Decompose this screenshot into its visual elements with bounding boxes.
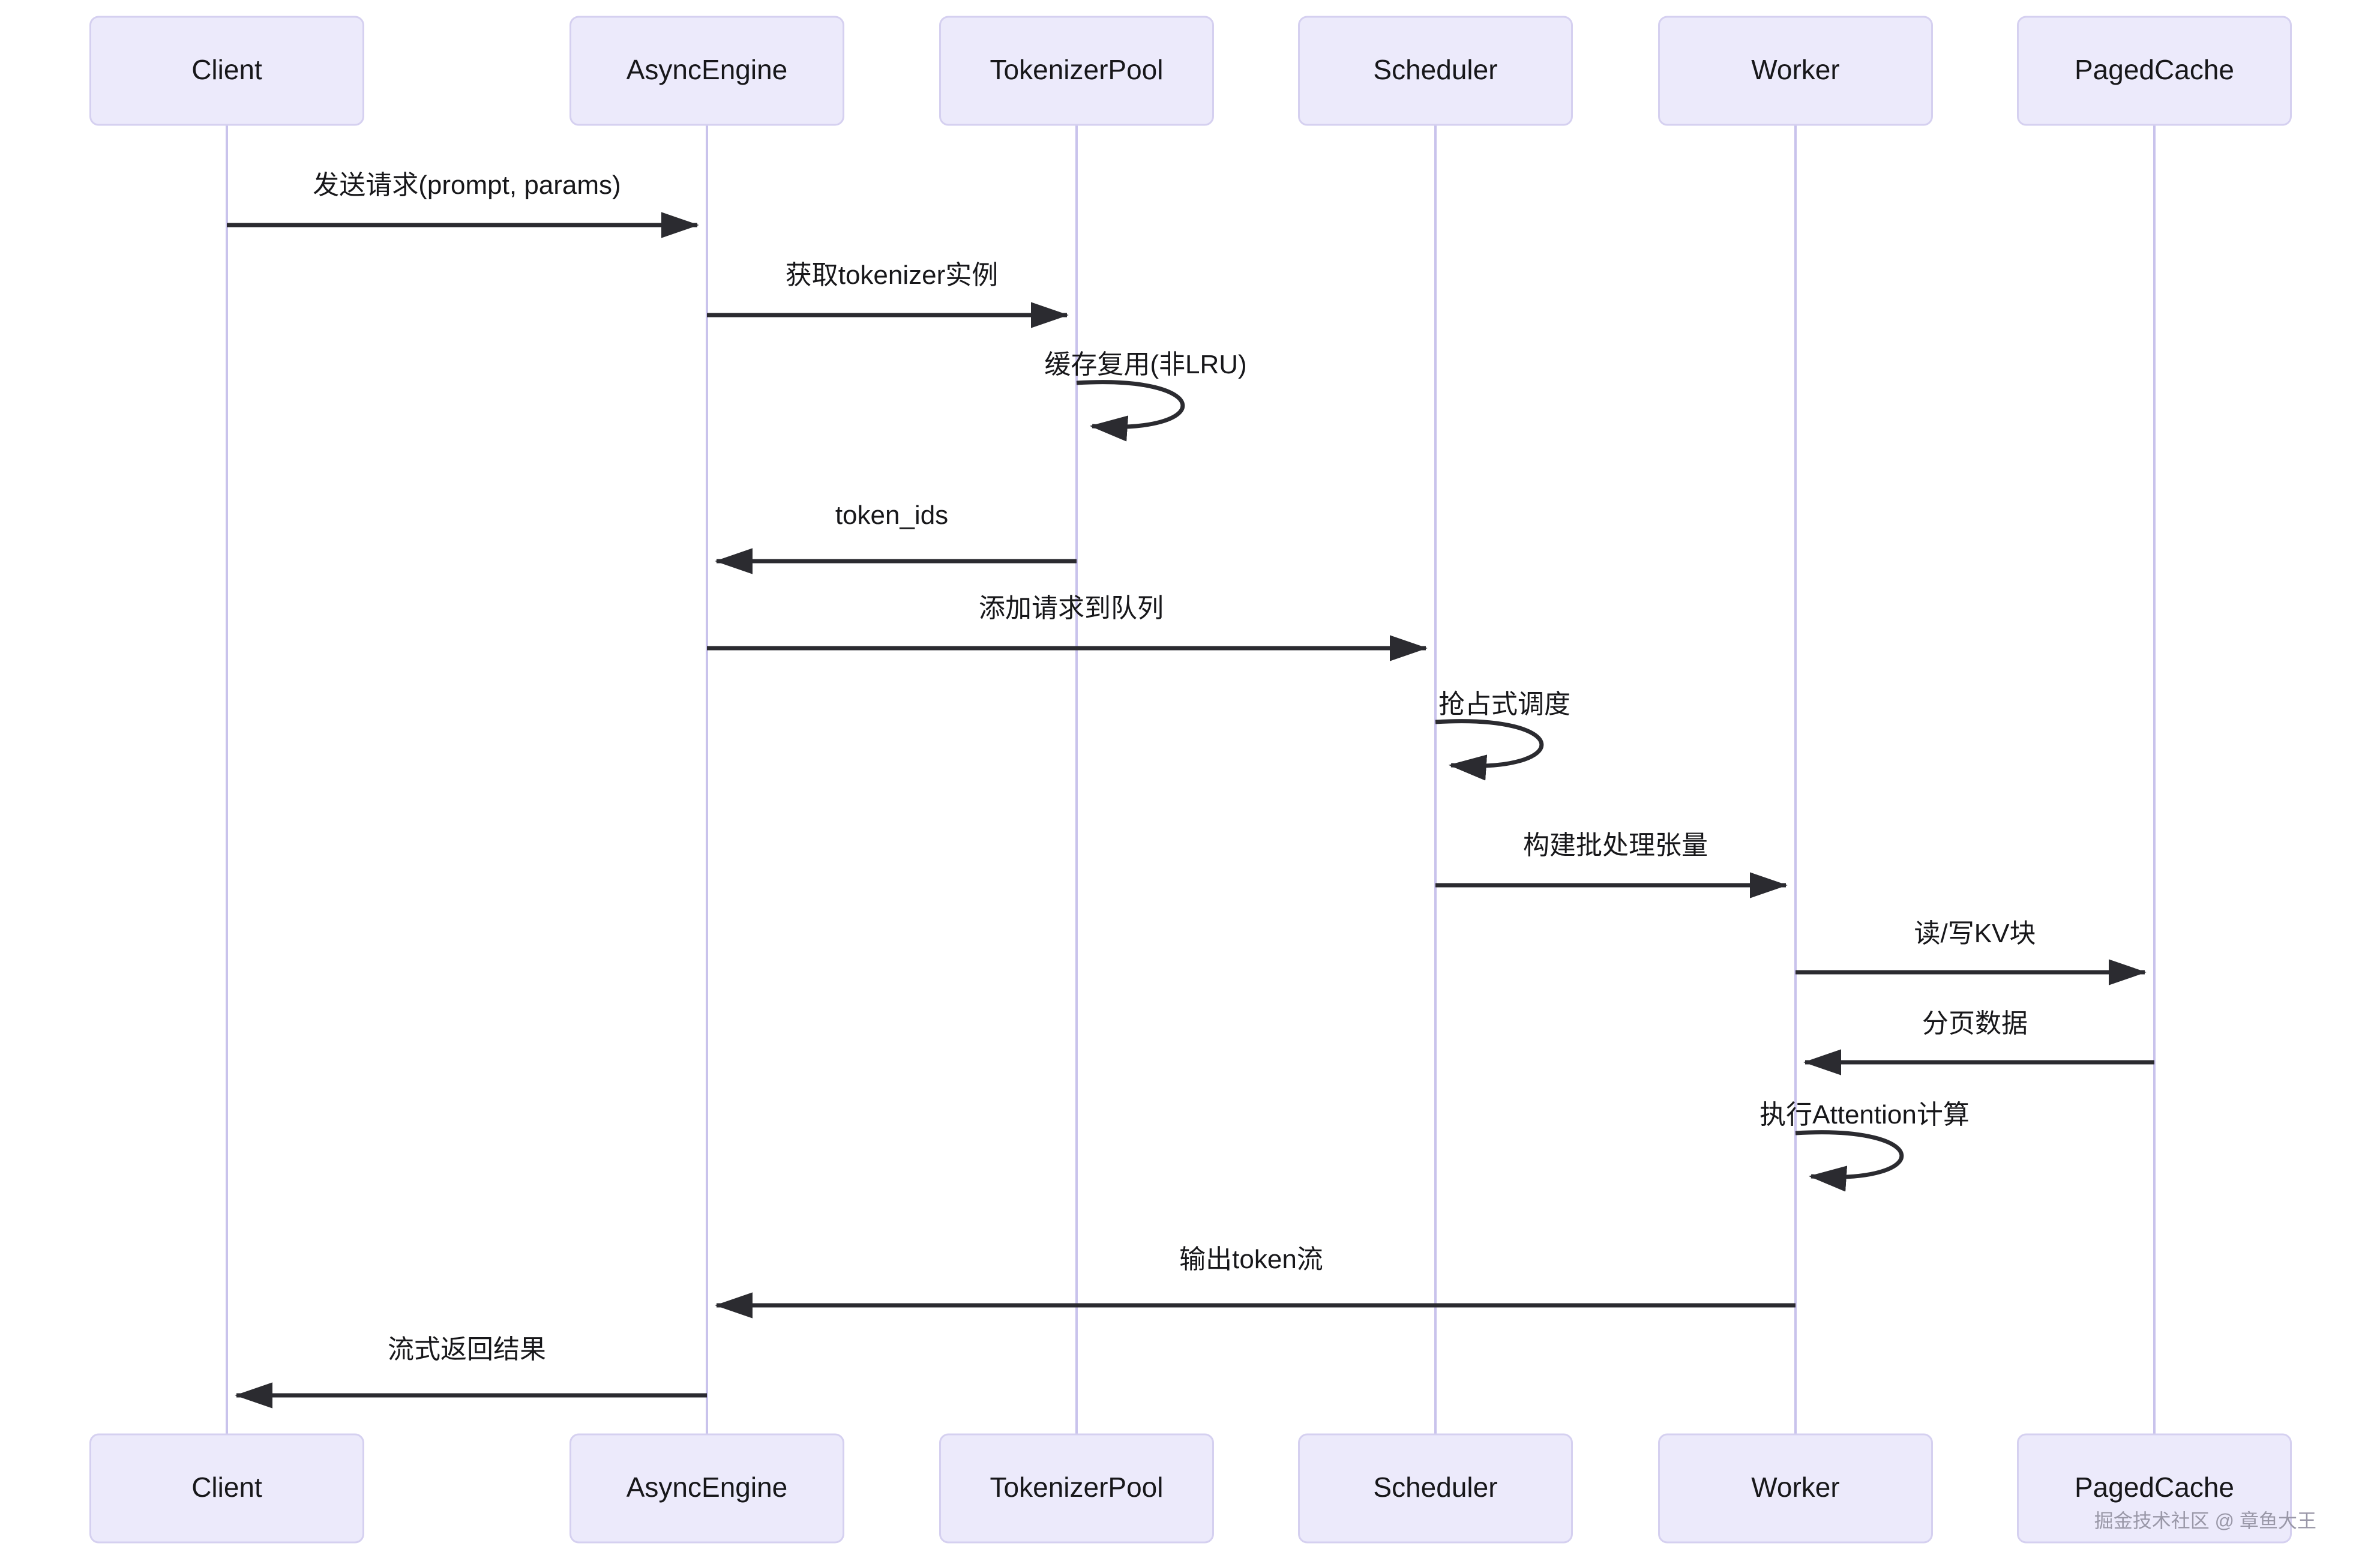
participant-pagedcache-top[interactable]: PagedCache: [2017, 16, 2292, 126]
participant-client-bottom[interactable]: Client: [89, 1433, 364, 1544]
participant-box-shape: [1298, 1433, 1573, 1544]
message-4[interactable]: token_ids: [715, 501, 1077, 574]
participant-label-worker: Worker: [1751, 54, 1839, 85]
participant-scheduler-top[interactable]: Scheduler: [1298, 16, 1573, 126]
message-label-2: 获取tokenizer实例: [786, 260, 999, 290]
participant-box-shape: [569, 1433, 844, 1544]
message-label-1: 发送请求(prompt, params): [313, 170, 621, 200]
participant-box-shape: [2017, 1433, 2292, 1544]
participant-box-shape: [1298, 16, 1573, 126]
participant-label-client: Client: [191, 54, 262, 85]
message-8[interactable]: 读/写KV块: [1796, 919, 2147, 985]
message-label-12: 流式返回结果: [388, 1335, 546, 1364]
participant-label-pagedcache: PagedCache: [2075, 1472, 2234, 1503]
participant-box-shape: [939, 16, 1214, 126]
message-1[interactable]: 发送请求(prompt, params): [227, 170, 699, 238]
participants-top-layer: Client AsyncEngine TokenizerPool Scheduler W…: [89, 16, 2292, 126]
message-5[interactable]: 添加请求到队列: [707, 594, 1428, 661]
message-12[interactable]: 流式返回结果: [235, 1335, 707, 1409]
message-7[interactable]: 构建批处理张量: [1435, 831, 1788, 898]
participant-asyncengine-top[interactable]: AsyncEngine: [569, 16, 844, 126]
participant-tokenizerpool-bottom[interactable]: TokenizerPool: [939, 1433, 1214, 1544]
participant-label-tokenizerpool: TokenizerPool: [990, 54, 1164, 85]
participant-box-shape: [569, 16, 844, 126]
message-label-4: token_ids: [835, 501, 948, 530]
message-11[interactable]: 输出token流: [715, 1245, 1796, 1319]
participant-label-client: Client: [191, 1472, 262, 1503]
message-3[interactable]: 缓存复用(非LRU): [1044, 350, 1247, 442]
participant-asyncengine-bottom[interactable]: AsyncEngine: [569, 1433, 844, 1544]
message-9[interactable]: 分页数据: [1803, 1009, 2154, 1075]
participant-label-asyncengine: AsyncEngine: [627, 54, 788, 85]
participant-label-tokenizerpool: TokenizerPool: [990, 1472, 1164, 1503]
message-10[interactable]: 执行Attention计算: [1759, 1100, 1970, 1192]
participant-tokenizerpool-top[interactable]: TokenizerPool: [939, 16, 1214, 126]
message-label-11: 输出token流: [1179, 1245, 1323, 1274]
participant-scheduler-bottom[interactable]: Scheduler: [1298, 1433, 1573, 1544]
message-self-loop-arrow: [1795, 1130, 1904, 1192]
watermark-label: 掘金技术社区 @ 章鱼大王: [2094, 1510, 2316, 1532]
participant-box-shape: [2017, 16, 2292, 126]
participants-bottom-layer: Client AsyncEngine TokenizerPool Scheduler W…: [89, 1433, 2292, 1544]
message-label-3: 缓存复用(非LRU): [1044, 350, 1246, 379]
messages-layer: 发送请求(prompt, params) 获取tokenizer实例缓存复用(非L…: [227, 170, 2154, 1409]
participant-box-shape: [89, 16, 364, 126]
participant-pagedcache-bottom[interactable]: PagedCache: [2017, 1433, 2292, 1544]
message-self-loop-arrow: [1076, 380, 1185, 442]
participant-label-asyncengine: AsyncEngine: [627, 1472, 788, 1503]
participant-box-shape: [939, 1433, 1214, 1544]
lifelines-layer: [226, 125, 2156, 1434]
participant-label-scheduler: Scheduler: [1373, 1472, 1497, 1503]
participant-worker-top[interactable]: Worker: [1658, 16, 1933, 126]
participant-box-shape: [89, 1433, 364, 1544]
participant-worker-bottom[interactable]: Worker: [1658, 1433, 1933, 1544]
message-6[interactable]: 抢占式调度: [1435, 690, 1570, 781]
message-label-8: 读/写KV块: [1914, 919, 2036, 948]
participant-client-top[interactable]: Client: [89, 16, 364, 126]
message-label-10: 执行Attention计算: [1759, 1100, 1970, 1129]
message-label-5: 添加请求到队列: [979, 594, 1164, 623]
message-2[interactable]: 获取tokenizer实例: [707, 260, 1069, 328]
message-label-6: 抢占式调度: [1438, 690, 1570, 719]
participant-label-pagedcache: PagedCache: [2075, 54, 2234, 85]
participant-label-scheduler: Scheduler: [1373, 54, 1497, 85]
message-self-loop-arrow: [1435, 719, 1544, 781]
participant-label-worker: Worker: [1751, 1472, 1839, 1503]
participant-box-shape: [1658, 1433, 1933, 1544]
participant-box-shape: [1658, 16, 1933, 126]
message-label-7: 构建批处理张量: [1523, 831, 1708, 860]
message-label-9: 分页数据: [1922, 1009, 2028, 1038]
